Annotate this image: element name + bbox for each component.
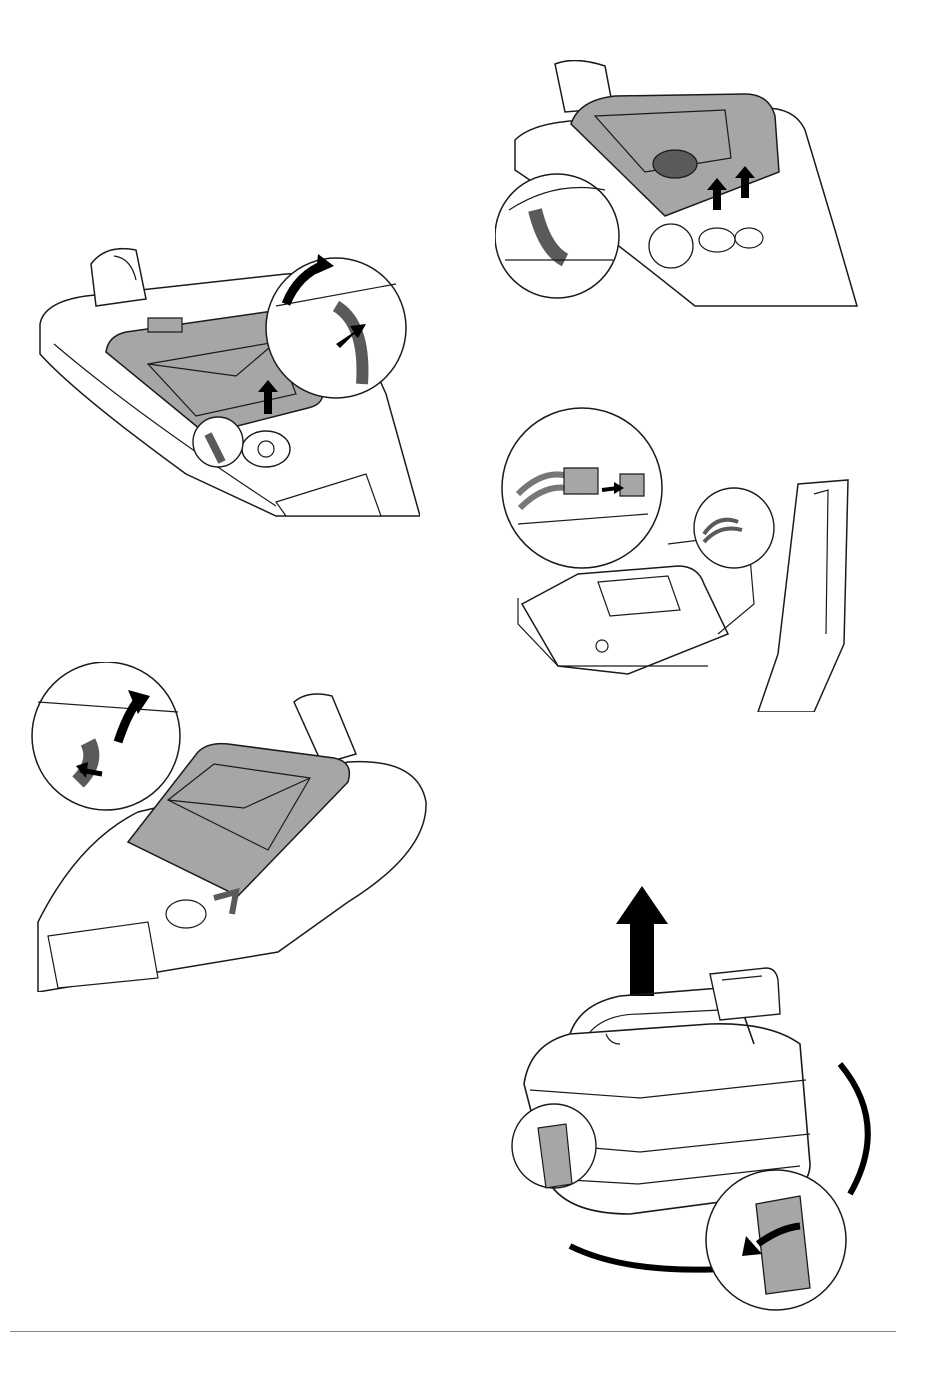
figure-3-drawing (18, 662, 430, 992)
figure-5-drawing (510, 884, 886, 1312)
figure-5 (510, 884, 886, 1312)
figure-4-drawing (498, 404, 870, 712)
footer-rule (10, 1331, 896, 1332)
figure-1 (36, 244, 420, 520)
figure-4 (498, 404, 870, 712)
figure-1-drawing (36, 244, 420, 520)
figure-2-drawing (495, 60, 865, 310)
figure-2 (495, 60, 865, 310)
figure-3 (18, 662, 430, 992)
